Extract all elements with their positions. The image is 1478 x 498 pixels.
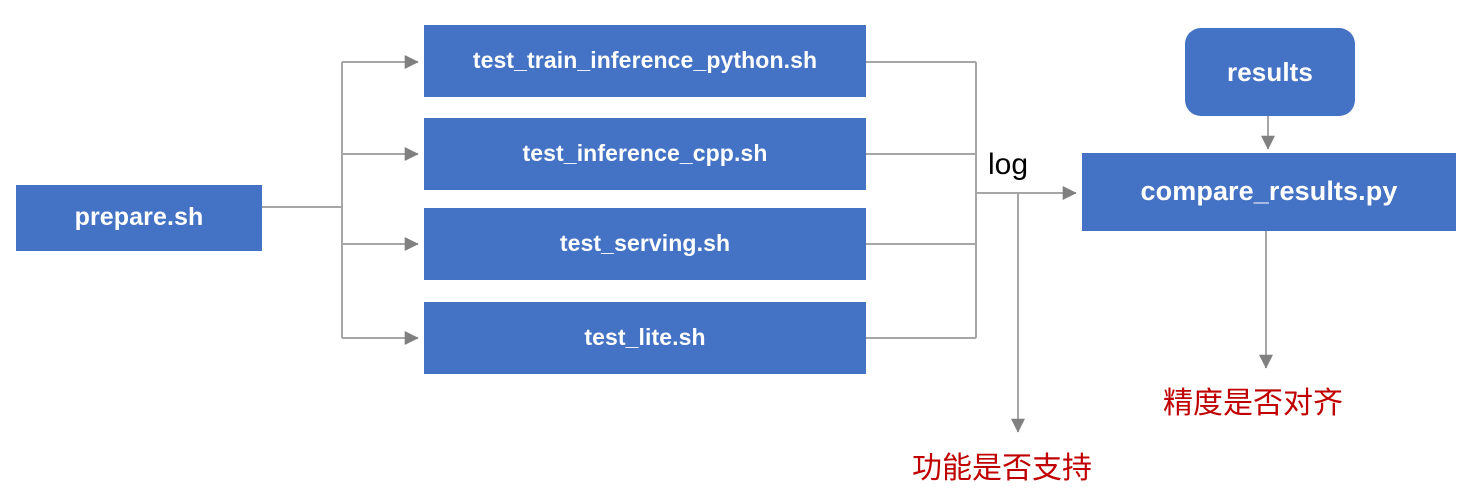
annotation-function-supported: 功能是否支持 bbox=[912, 451, 1092, 486]
node-prepare-sh[interactable]: prepare.sh bbox=[16, 185, 262, 251]
node-results[interactable]: results bbox=[1185, 28, 1355, 116]
node-compare-results-py[interactable]: compare_results.py bbox=[1082, 153, 1456, 231]
edge-label-log: log bbox=[988, 148, 1029, 181]
node-test-lite-sh[interactable]: test_lite.sh bbox=[424, 302, 866, 374]
node-test-inference-cpp-sh[interactable]: test_inference_cpp.sh bbox=[424, 118, 866, 190]
node-test-serving-sh[interactable]: test_serving.sh bbox=[424, 208, 866, 280]
annotation-precision-aligned: 精度是否对齐 bbox=[1163, 386, 1343, 421]
node-test-train-inference-python-sh[interactable]: test_train_inference_python.sh bbox=[424, 25, 866, 97]
